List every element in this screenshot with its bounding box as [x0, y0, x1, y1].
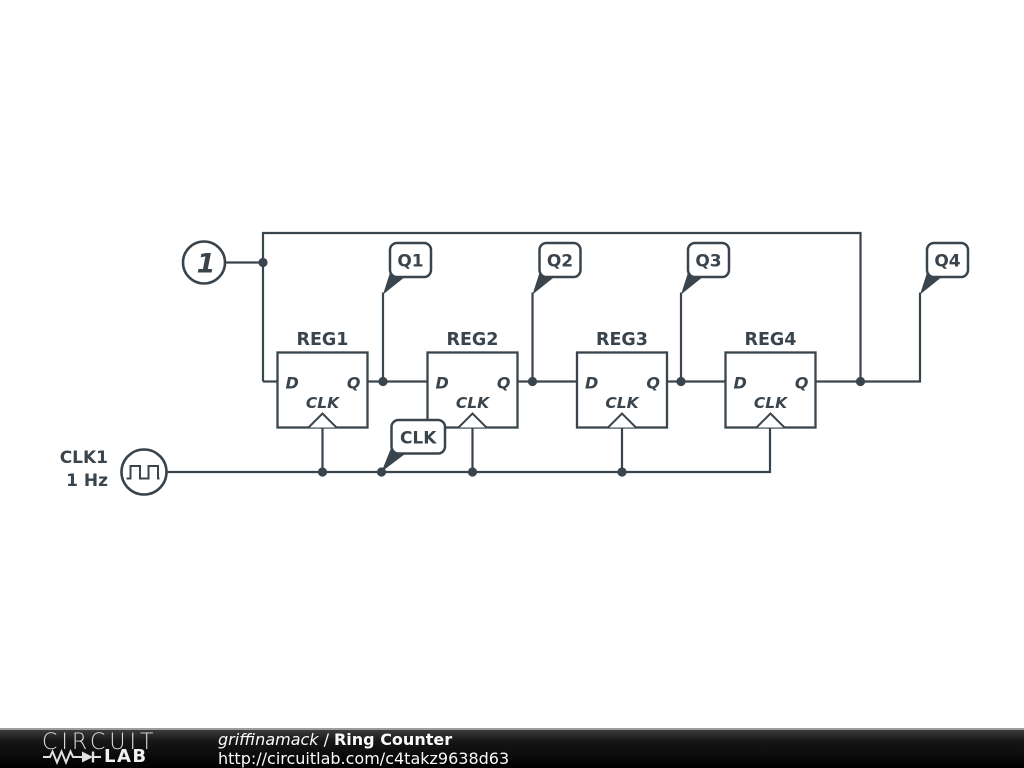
reg2-name: REG2: [447, 330, 499, 350]
circuitlab-logo-wordmark-top: CIRCUIT: [42, 730, 158, 755]
clock-source-circle: [120, 448, 168, 496]
register-reg1: REG1 D Q CLK: [276, 330, 369, 429]
reg4-pin-d: D: [734, 374, 747, 393]
constant-source-value: 1: [197, 249, 216, 280]
junction-dot: [467, 467, 478, 477]
constant-source-1: 1: [181, 240, 227, 285]
square-wave-icon: [126, 465, 160, 480]
net-flag-clk: CLK: [381, 418, 447, 472]
reg3-clock-edge-icon: [607, 412, 637, 429]
register-reg2: REG2 D Q CLK: [426, 330, 519, 429]
reg1-name: REG1: [297, 330, 349, 350]
clock-source-frequency: 1 Hz: [66, 471, 108, 491]
footer-credits: griffinamack/Ring Counter http://circuit…: [218, 730, 509, 768]
reg1-pin-q: Q: [347, 374, 361, 393]
reg3-pin-clk: CLK: [605, 394, 639, 412]
junction-dot: [258, 257, 268, 268]
constant-source-circle: [181, 240, 227, 285]
flag-clk-box: [390, 418, 447, 455]
register-reg4: REG4 D Q CLK: [724, 330, 817, 429]
net-flag-q3: Q3: [681, 241, 731, 295]
flag-clk-label: CLK: [400, 429, 437, 449]
flag-q4-label: Q4: [934, 252, 960, 272]
reg1-clock-edge-icon: [307, 412, 338, 429]
flag-q1-label: Q1: [397, 252, 423, 272]
reg1-pin-d: D: [286, 374, 299, 393]
net-flag-q2: Q2: [532, 241, 582, 295]
junction-dot: [378, 376, 388, 387]
flag-q1-box: [388, 241, 433, 279]
reg3-pin-q: Q: [646, 374, 660, 393]
flag-q3-box: [686, 241, 731, 279]
net-flag-q1: Q1: [383, 241, 433, 295]
reg4-pin-clk: CLK: [754, 394, 788, 412]
circuitlab-logo: CIRCUIT LAB: [42, 730, 210, 767]
circuit-byline: griffinamack/Ring Counter: [218, 730, 509, 749]
junction-dot: [617, 467, 627, 477]
circuit-title: Ring Counter: [333, 730, 453, 749]
footer-bar: CIRCUIT LAB griffinamack/Ring Counter ht…: [0, 728, 1024, 768]
reg2-pin-d: D: [436, 374, 449, 393]
byline-separator: /: [323, 730, 329, 749]
circuitlab-logo-wordmark-bottom: LAB: [104, 746, 148, 767]
reg3-name: REG3: [596, 330, 648, 350]
junction-dot: [676, 376, 686, 387]
circuit-url: http://circuitlab.com/c4takz9638d63: [218, 749, 510, 768]
clock-rail: [166, 427, 772, 474]
junction-dot: [855, 376, 866, 387]
author-name: griffinamack: [218, 730, 319, 749]
junction-dot: [317, 467, 328, 477]
reg2-pin-q: Q: [497, 374, 511, 393]
reg2-clock-edge-icon: [457, 412, 488, 429]
reg4-clock-edge-icon: [755, 412, 786, 429]
net-flag-q4: Q4: [920, 241, 970, 295]
reg2-pin-clk: CLK: [456, 394, 490, 412]
flag-q2-label: Q2: [547, 252, 573, 272]
feedback-wire: [261, 231, 862, 382]
clock-source-name: CLK1: [60, 448, 108, 468]
register-reg3: REG3 D Q CLK: [575, 330, 669, 429]
flag-q3-label: Q3: [695, 252, 721, 272]
clock-source-clk1: CLK1 1 Hz: [60, 448, 168, 496]
flag-q4-box: [925, 241, 970, 279]
flag-q2-box: [538, 241, 582, 279]
reg1-pin-clk: CLK: [306, 394, 340, 412]
reg3-pin-d: D: [585, 374, 598, 393]
resistor-diode-icon: [43, 749, 101, 765]
schematic-svg: 1 CLK1 1 Hz REG1 D Q CLK REG2 D Q CLK: [59, 231, 970, 496]
junction-dot: [376, 467, 387, 477]
reg4-pin-q: Q: [795, 374, 809, 393]
reg4-name: REG4: [745, 330, 797, 350]
junction-dot: [527, 376, 538, 387]
wire-q4-out: [815, 292, 922, 383]
